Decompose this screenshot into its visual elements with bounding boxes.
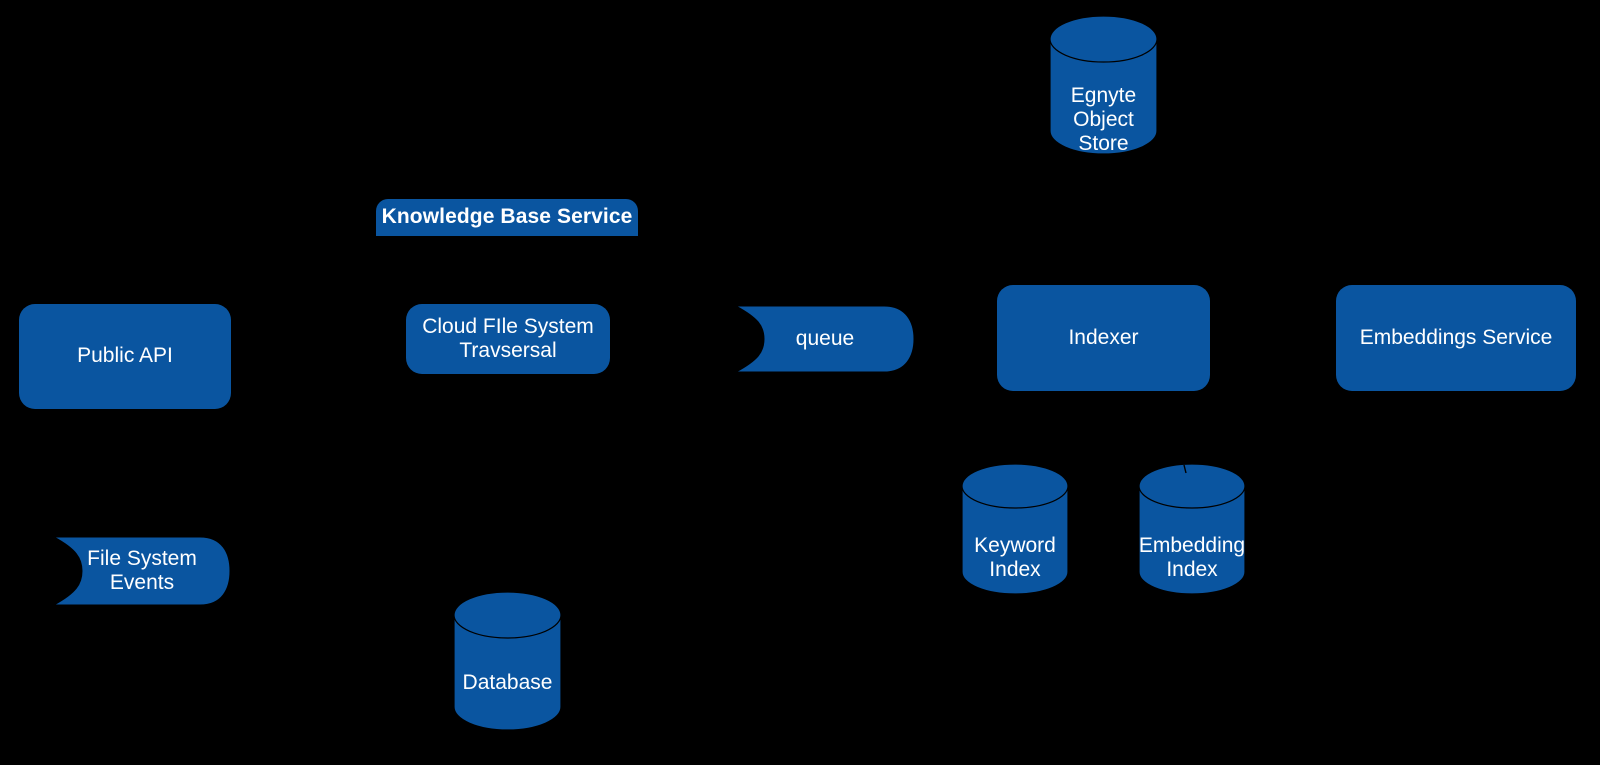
cylinder-shape-icon (1049, 15, 1158, 155)
node-label-public-api: Public API (77, 344, 173, 368)
node-file-system-events[interactable]: File System Events (54, 537, 230, 605)
node-database[interactable]: Database (453, 591, 562, 731)
node-embeddings-service[interactable]: Embeddings Service (1336, 285, 1576, 391)
cylinder-shape-icon (453, 591, 562, 731)
node-label-egnyte-object-store: Egnyte Object Store (1070, 84, 1137, 156)
node-embedding-index[interactable]: Embedding Index (1138, 463, 1246, 595)
node-knowledge-base-service[interactable]: Knowledge Base Service (376, 199, 638, 236)
cylinder-shape-icon (961, 463, 1069, 595)
node-label-embeddings-service: Embeddings Service (1359, 325, 1553, 349)
node-keyword-index[interactable]: Keyword Index (961, 463, 1069, 595)
node-label-embedding-index: Embedding Index (1138, 534, 1246, 582)
node-label-database: Database (462, 671, 553, 694)
tape-shape-icon (736, 306, 914, 372)
cylinder-shape-icon (1138, 463, 1246, 595)
node-label-file-system-events: File System Events (87, 546, 197, 594)
node-label-indexer: Indexer (1068, 325, 1139, 349)
node-label-knowledge-base-service: Knowledge Base Service (381, 205, 633, 229)
node-label-keyword-index: Keyword Index (974, 534, 1056, 582)
node-cloud-file-system-traversal[interactable]: Cloud FIle System Travsersal (406, 304, 610, 374)
node-public-api[interactable]: Public API (19, 304, 231, 409)
node-indexer[interactable]: Indexer (997, 285, 1210, 391)
node-egnyte-object-store[interactable]: Egnyte Object Store (1049, 15, 1158, 156)
node-label-cloud-file-system-traversal: Cloud FIle System Travsersal (422, 314, 594, 362)
node-queue[interactable]: queue (736, 306, 914, 372)
tape-shape-icon (54, 537, 230, 605)
node-label-queue: queue (795, 326, 855, 350)
